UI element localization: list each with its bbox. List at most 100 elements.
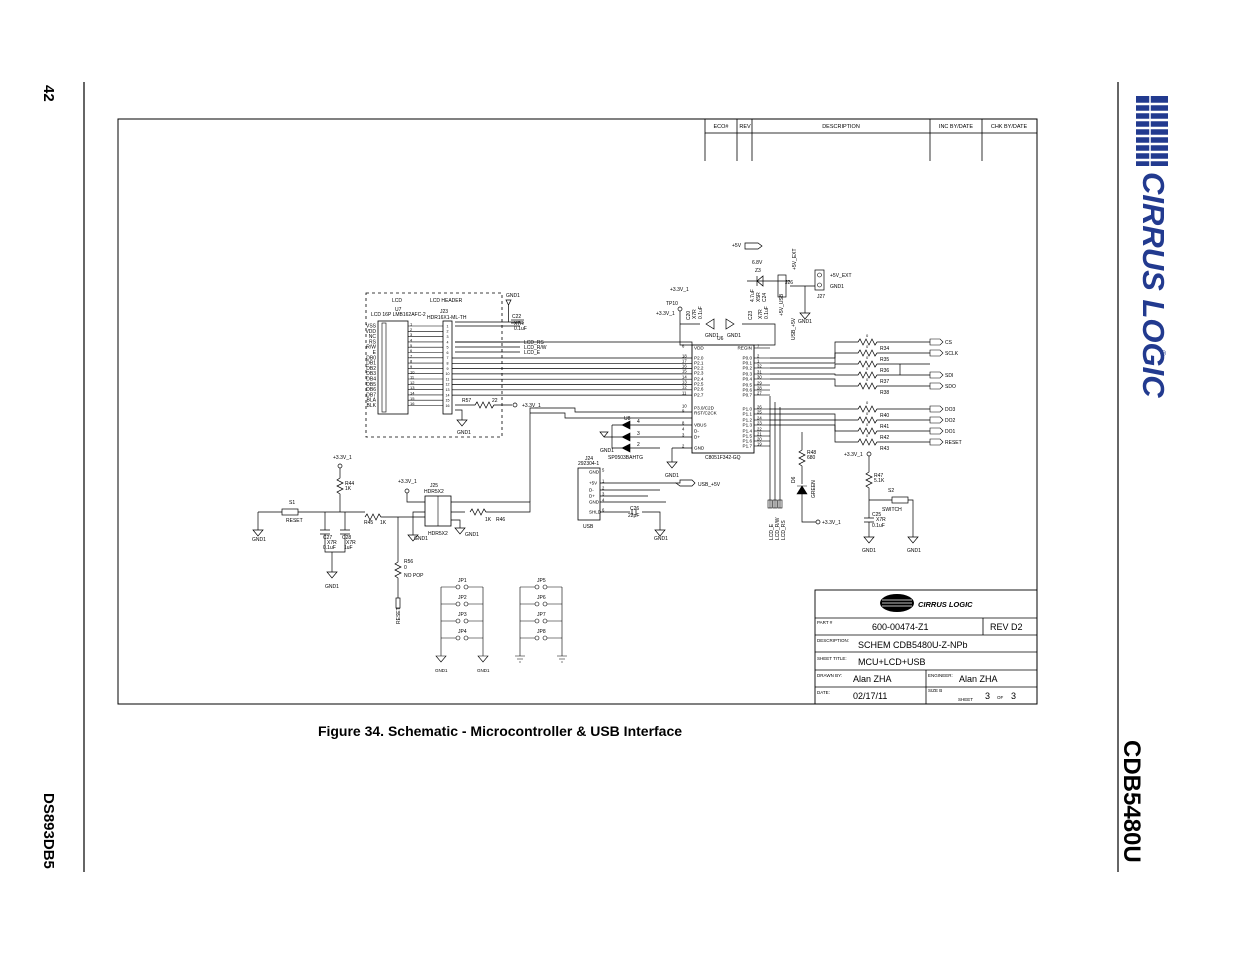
u6-pin-name: VDD bbox=[694, 346, 704, 351]
cirrus-logo-registered: ® bbox=[1158, 350, 1167, 356]
u7-pin-number: 2 bbox=[410, 327, 413, 332]
j23-pin-number: 5 bbox=[447, 346, 449, 350]
s2-ref: S2 bbox=[888, 488, 894, 494]
resistor-ref: R38 bbox=[880, 390, 889, 396]
c22-val: X7R bbox=[514, 321, 524, 327]
u7-pin-number: 3 bbox=[410, 332, 413, 337]
resistor-wire bbox=[770, 338, 930, 359]
resistor-wire bbox=[770, 419, 930, 435]
d6-part: GREEN bbox=[811, 480, 817, 498]
u7-pin-name: BLK bbox=[367, 403, 377, 409]
c20-dielectric: X7R bbox=[692, 309, 698, 319]
j24-pin-number: 5 bbox=[602, 468, 605, 473]
c28-cap: 1uF bbox=[344, 545, 353, 551]
u6-pin-number: 12 bbox=[682, 385, 687, 390]
u7-pin-name: VSS bbox=[366, 324, 377, 330]
u8-pin2: 2 bbox=[637, 442, 640, 448]
tb-sheet-label: SHEET bbox=[958, 697, 973, 702]
u6-pin-number: 18 bbox=[682, 354, 687, 359]
gnd-icon bbox=[435, 655, 489, 663]
u6-pin-number: 6 bbox=[682, 344, 685, 349]
u6-pin-number: 10 bbox=[682, 404, 687, 409]
u6-pin-name: P1.7 bbox=[743, 444, 753, 449]
j23-pin-number: 13 bbox=[446, 388, 450, 392]
j24-pin-number: 3 bbox=[602, 492, 605, 497]
lcd-header-label: LCD HEADER bbox=[430, 298, 463, 304]
drawing-frame bbox=[117, 118, 1038, 705]
u6-pin-name: D+ bbox=[694, 435, 700, 440]
resistor-wire bbox=[770, 360, 930, 369]
u6-pin-name: P0.7 bbox=[743, 393, 753, 398]
tb-title-label: SHEET TITLE: bbox=[817, 656, 847, 661]
tb-sheet-total: 3 bbox=[1011, 691, 1016, 701]
power-block: +5V 6.8V Z3 J26 +5V_EXT GND1 J27 GND1 +3… bbox=[656, 242, 852, 346]
u8-part: SP0503BAHTG bbox=[608, 455, 643, 461]
lcd-block: LCD LCD HEADER U7 LCD 16P LMB162AFC-2 J2… bbox=[365, 292, 693, 438]
u7-pin-number: 7 bbox=[410, 353, 413, 358]
c25-ref: C25 bbox=[872, 512, 881, 518]
u6-pin-number: 17 bbox=[682, 359, 687, 364]
j24-pin-name: D+ bbox=[589, 494, 595, 499]
resistor-value: 0 bbox=[866, 433, 869, 438]
u7-pin-name: DB6 bbox=[366, 387, 376, 393]
right-resistor-bank: 0R340R350R360R370R380R400R410R420R43CSSC… bbox=[770, 333, 962, 452]
jumper-pad bbox=[455, 635, 461, 641]
j24-pin-name: GND bbox=[589, 470, 600, 475]
jumper-rail bbox=[519, 587, 563, 656]
usb5v-vertical: +5V_USB bbox=[779, 293, 785, 316]
u6-pin-name: VBUS bbox=[694, 423, 707, 428]
r56-val: 0 bbox=[404, 565, 407, 571]
u6-pin-number: 31 bbox=[757, 370, 762, 375]
gnd-j27-sym: GND1 bbox=[798, 319, 812, 325]
c26-ref: C26 bbox=[630, 506, 639, 512]
u6-pin-name: P1.1 bbox=[743, 412, 753, 417]
c20-val: 0.1uF bbox=[698, 306, 704, 319]
u6-pin-name: P2.0 bbox=[694, 356, 704, 361]
net-port bbox=[929, 416, 944, 424]
j23-pin-number: 3 bbox=[447, 335, 449, 339]
jumper-pad bbox=[463, 618, 469, 624]
figure-caption: Figure 34. Schematic - Microcontroller &… bbox=[317, 723, 683, 739]
tb-rev: REV D2 bbox=[990, 622, 1023, 632]
title-logo-text: CIRRUS LOGIC bbox=[918, 600, 973, 609]
resistor-value: 0 bbox=[866, 411, 869, 416]
resistor-value: 0 bbox=[866, 333, 869, 338]
u6-pin-number: 15 bbox=[682, 369, 687, 374]
c26-val: 22pF bbox=[628, 513, 639, 519]
jumper-pad bbox=[463, 601, 469, 607]
c27-ref: C27 bbox=[323, 535, 332, 541]
c28-ref: C28 bbox=[342, 535, 351, 541]
resistor-ref: R41 bbox=[880, 424, 889, 430]
c28-val: X7R bbox=[346, 540, 356, 546]
resistor-ref: R35 bbox=[880, 357, 889, 363]
jumper-ref: JP4 bbox=[458, 629, 467, 635]
tb-of-label: OF bbox=[997, 695, 1004, 700]
u6-pin-name: P1.4 bbox=[743, 429, 753, 434]
r48-val: 680 bbox=[807, 455, 816, 461]
j23-pin-number: 6 bbox=[447, 351, 449, 355]
u8-pin4: 4 bbox=[637, 419, 640, 425]
r47-val: 5.1K bbox=[874, 478, 885, 484]
jumper-pad bbox=[534, 584, 540, 590]
resistor-wire bbox=[770, 349, 930, 364]
earth-icon bbox=[515, 655, 567, 663]
resistor-value: 0 bbox=[866, 422, 869, 427]
c23-val: 0.1uF bbox=[764, 306, 770, 319]
u6-pin-name: P1.5 bbox=[743, 434, 753, 439]
u6-pin-number: 3 bbox=[682, 433, 685, 438]
net-port bbox=[929, 349, 944, 357]
u7-pin-number: 11 bbox=[410, 375, 415, 380]
d6-ref: D6 bbox=[791, 476, 797, 483]
u7-pin-number: 8 bbox=[410, 359, 413, 364]
r48-ref: R48 bbox=[807, 450, 816, 456]
usb-block: U8 SP0503BAHTG GND1 4 3 2 J24 292304-1 U… bbox=[577, 416, 721, 542]
u7-pin-name: DB4 bbox=[366, 377, 376, 383]
j23-pin-number: 8 bbox=[447, 362, 449, 366]
u6-pin-name: P2.7 bbox=[694, 393, 704, 398]
u7-pin-name: R/W bbox=[366, 345, 376, 351]
tb-desc-label: DESCRIPTION: bbox=[817, 638, 849, 643]
net-lcd-rs: LCD_RS bbox=[524, 340, 544, 346]
u6-pin-number: 4 bbox=[682, 427, 685, 432]
